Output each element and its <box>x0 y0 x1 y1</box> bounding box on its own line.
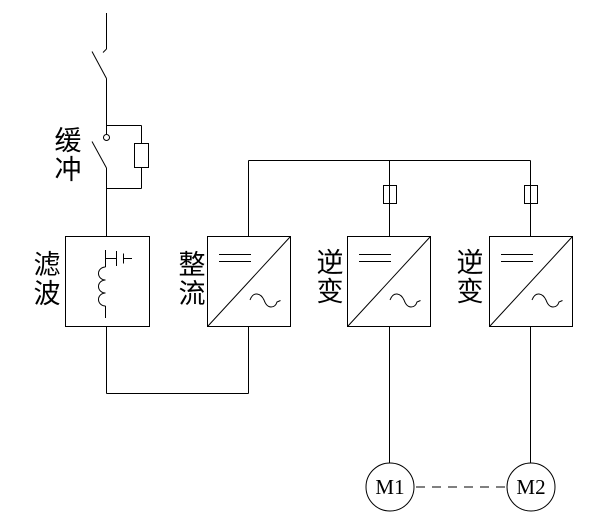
breaker-contact-tick <box>102 48 107 53</box>
label-buffer: 缓冲 <box>54 126 82 185</box>
label-inverter-right: 逆变 <box>456 248 484 307</box>
main-breaker-switch <box>91 13 107 126</box>
resistor-icon <box>134 143 149 168</box>
rectifier-converter-icon <box>207 236 291 327</box>
label-inverter-left: 逆变 <box>316 248 344 307</box>
filter-box <box>65 236 150 327</box>
buffer-circuit <box>91 125 149 236</box>
contact-pivot-dot <box>103 134 110 141</box>
breaker-switch-icon <box>91 51 107 79</box>
dc-return-loop <box>106 326 249 394</box>
inverter2-converter-icon <box>489 236 573 327</box>
inverter1-converter-icon <box>347 236 431 327</box>
motor-icon <box>365 462 415 512</box>
filter-outline <box>65 236 150 327</box>
motor-icon <box>506 462 556 512</box>
contactor-switch-icon <box>91 141 107 169</box>
motor1-label: M1 <box>375 475 405 499</box>
motor2-label: M2 <box>516 475 546 499</box>
inductor-icon <box>98 266 106 307</box>
label-rectifier: 整流 <box>178 250 206 309</box>
dc-bus <box>248 160 538 236</box>
label-filter: 滤波 <box>33 250 61 309</box>
